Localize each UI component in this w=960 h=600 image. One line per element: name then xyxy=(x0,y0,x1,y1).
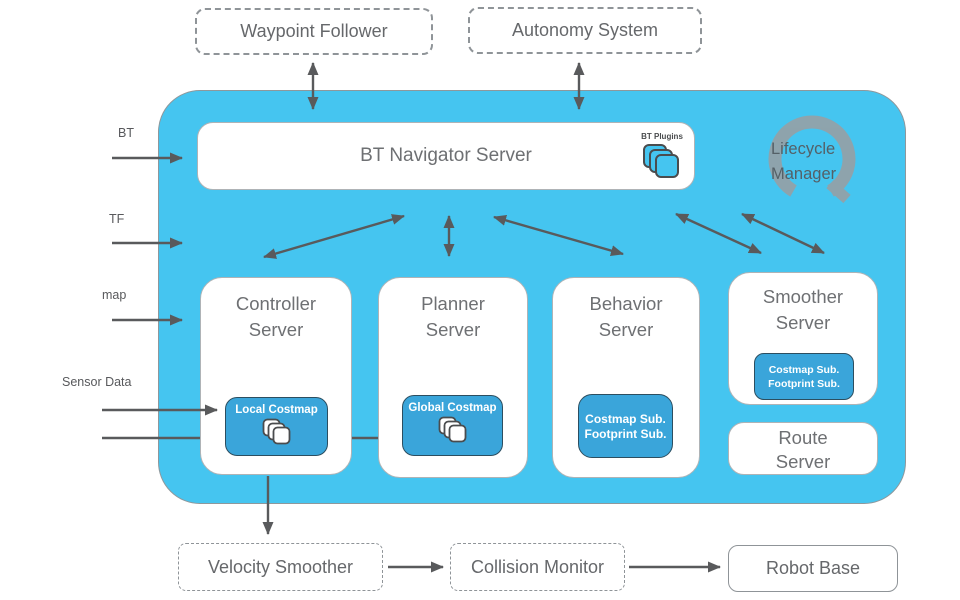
node-title: BT Navigator Server xyxy=(360,145,532,166)
lifecycle-line1: Lifecycle xyxy=(771,140,836,158)
node-label: Velocity Smoother xyxy=(207,556,354,577)
node-title: Behavior Server xyxy=(589,293,663,340)
node-label: Waypoint Follower xyxy=(240,21,388,41)
input-label-map: map xyxy=(102,288,127,302)
bt-plugins-label: BT Plugins xyxy=(641,132,683,141)
node-controller-server: Controller Server Local Costmap xyxy=(200,277,352,475)
node-route-server: Route Server xyxy=(728,422,878,475)
node-behavior-subscribers: Costmap Sub. Footprint Sub. xyxy=(578,394,673,458)
plugin-stack-icon xyxy=(643,144,679,178)
node-collision-monitor: Collision Monitor xyxy=(450,543,625,591)
node-bt-navigator-server: BT Navigator Server BT Plugins xyxy=(197,122,695,190)
node-autonomy-system: Autonomy System xyxy=(468,7,702,54)
node-label: Collision Monitor xyxy=(470,556,605,577)
node-title: Smoother Server xyxy=(762,286,844,333)
node-label: Autonomy System xyxy=(511,20,659,40)
node-global-costmap: Global Costmap xyxy=(402,395,503,456)
lifecycle-line2: Manager xyxy=(771,165,837,183)
costmap-layers-icon xyxy=(438,416,466,443)
node-smoother-subscribers: Costmap Sub. Footprint Sub. xyxy=(754,353,854,400)
node-label: Robot Base xyxy=(765,558,861,578)
node-planner-server: Planner Server Global Costmap xyxy=(378,277,528,478)
node-velocity-smoother: Velocity Smoother xyxy=(178,543,383,591)
node-title: Route Server xyxy=(775,427,831,472)
node-waypoint-follower: Waypoint Follower xyxy=(195,8,433,55)
lifecycle-manager-label: Lifecycle Manager xyxy=(771,137,836,187)
node-smoother-server: Smoother Server Costmap Sub. Footprint S… xyxy=(728,272,878,405)
costmap-layers-icon xyxy=(262,418,290,445)
node-robot-base: Robot Base xyxy=(728,545,898,592)
sub-node-label: Local Costmap xyxy=(235,404,318,416)
input-label-sensor-data: Sensor Data xyxy=(62,375,132,389)
node-local-costmap: Local Costmap xyxy=(225,397,328,456)
node-behavior-server: Behavior Server Costmap Sub. Footprint S… xyxy=(552,277,700,478)
input-label-bt: BT xyxy=(118,126,134,140)
node-title: Controller Server xyxy=(235,293,317,340)
bt-plugins-group: BT Plugins xyxy=(637,132,687,181)
node-title: Planner Server xyxy=(421,293,485,340)
sub-node-label: Global Costmap xyxy=(408,402,497,414)
input-label-tf: TF xyxy=(109,212,125,226)
